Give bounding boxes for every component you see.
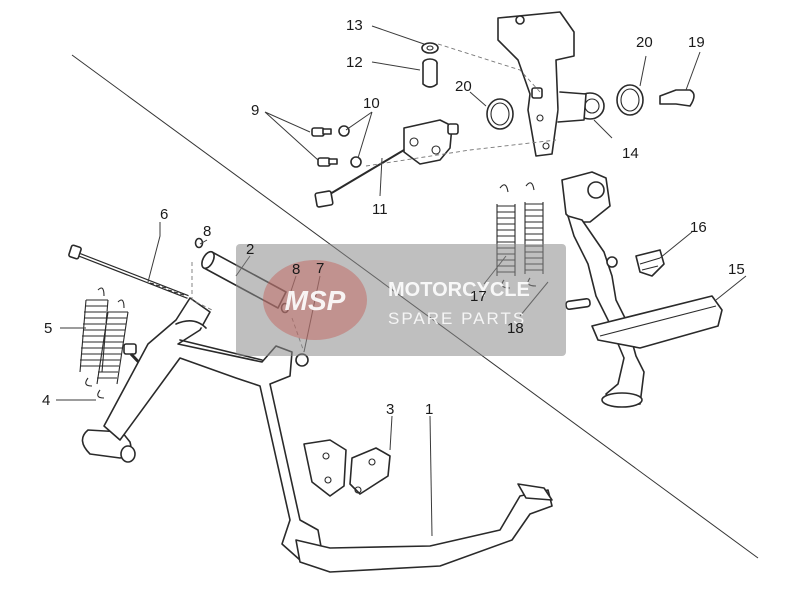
label-part-10: 10 — [363, 95, 380, 112]
label-part-13: 13 — [346, 17, 363, 34]
label-part-4: 4 — [42, 392, 50, 409]
label-part-3: 3 — [386, 401, 394, 418]
part-1-centre-stand — [81, 297, 553, 573]
stand-mount-bracket — [303, 439, 347, 497]
label-part-5: 5 — [44, 320, 52, 337]
label-part-18: 18 — [507, 320, 524, 337]
label-part-8b: 8 — [292, 261, 300, 278]
part-6-pivot-bolt — [68, 244, 189, 299]
watermark: MSP MOTORCYCLE SPARE PARTS — [236, 244, 566, 356]
part-13-washer — [421, 42, 439, 54]
label-part-11: 11 — [372, 201, 388, 218]
label-part-16: 16 — [690, 219, 707, 236]
part-9-screws — [311, 127, 338, 167]
label-part-1: 1 — [425, 401, 433, 418]
part-12-screw — [422, 58, 438, 88]
label-part-20-right: 20 — [636, 34, 653, 51]
label-part-9: 9 — [251, 102, 259, 119]
watermark-logo: MSP — [285, 285, 346, 316]
part-16-clip — [635, 249, 665, 277]
part-20-o-ring-left — [486, 98, 514, 130]
part-20-o-ring-right — [616, 84, 644, 116]
part-labels: 1 2 3 4 5 6 7 8 8 9 10 11 12 13 14 15 16… — [42, 17, 745, 418]
watermark-subtitle: SPARE PARTS — [388, 309, 526, 328]
label-part-17: 17 — [470, 288, 487, 305]
part-10-washers — [338, 125, 362, 168]
assembly-guide-line — [191, 262, 213, 311]
label-part-15: 15 — [728, 261, 745, 278]
label-part-8a: 8 — [203, 223, 211, 240]
label-part-14: 14 — [622, 145, 639, 162]
part-15-side-stand — [561, 171, 723, 408]
label-part-2: 2 — [246, 241, 254, 258]
part-4-spring — [96, 299, 129, 399]
assembly-guide-line — [365, 139, 557, 167]
label-part-6: 6 — [160, 206, 168, 223]
label-part-20-left: 20 — [455, 78, 472, 95]
part-19-pin — [659, 89, 695, 107]
label-part-19: 19 — [688, 34, 705, 51]
assembly-guide-line — [437, 43, 541, 93]
part-3-clamp-block — [349, 447, 391, 495]
label-part-7: 7 — [316, 260, 324, 277]
watermark-title: MOTORCYCLE — [388, 279, 530, 301]
label-part-12: 12 — [346, 54, 363, 71]
part-14-bracket — [497, 11, 605, 157]
